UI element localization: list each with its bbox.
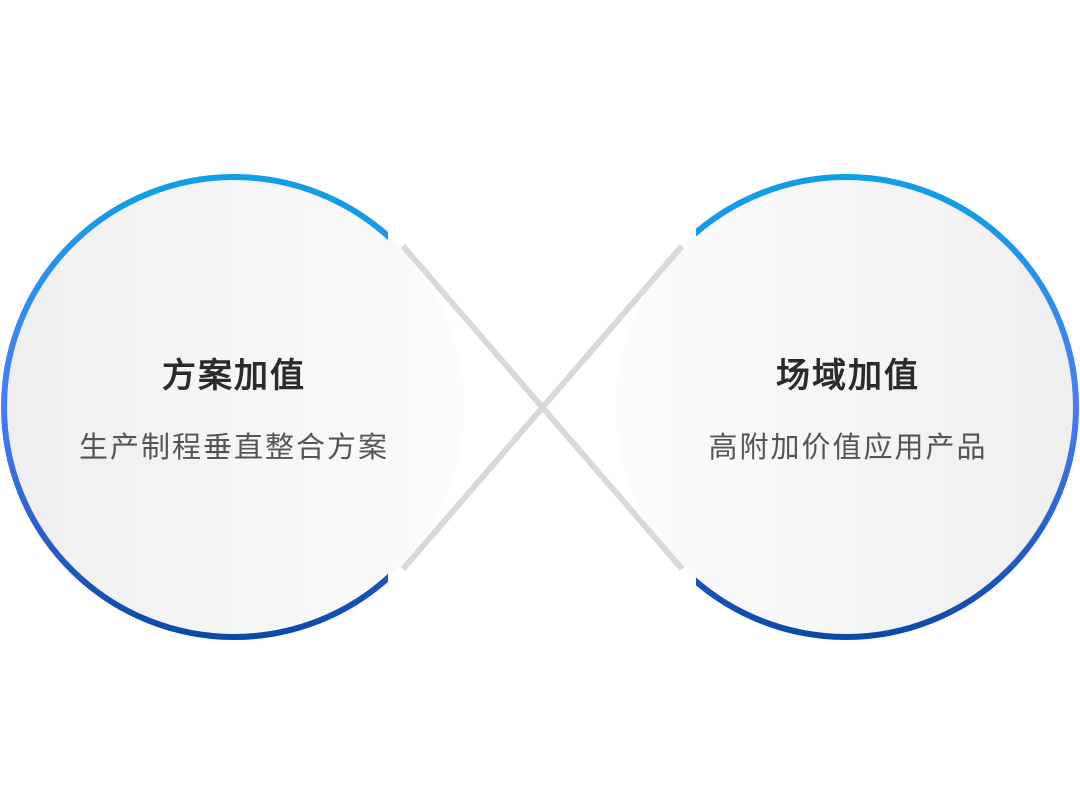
left-ring [1,174,388,640]
right-ring [696,174,1079,640]
cross-line-b [400,244,685,571]
top-gap [390,170,694,407]
right-subtitle: 高附加价值应用产品 [708,430,988,464]
bottom-gap [390,407,694,644]
left-subtitle: 生产制程垂直整合方案 [78,430,389,464]
left-circle-fill [4,177,464,637]
left-title: 方案加值 [162,356,306,396]
right-circle-fill [616,177,1076,637]
right-title: 场域加值 [776,356,920,396]
